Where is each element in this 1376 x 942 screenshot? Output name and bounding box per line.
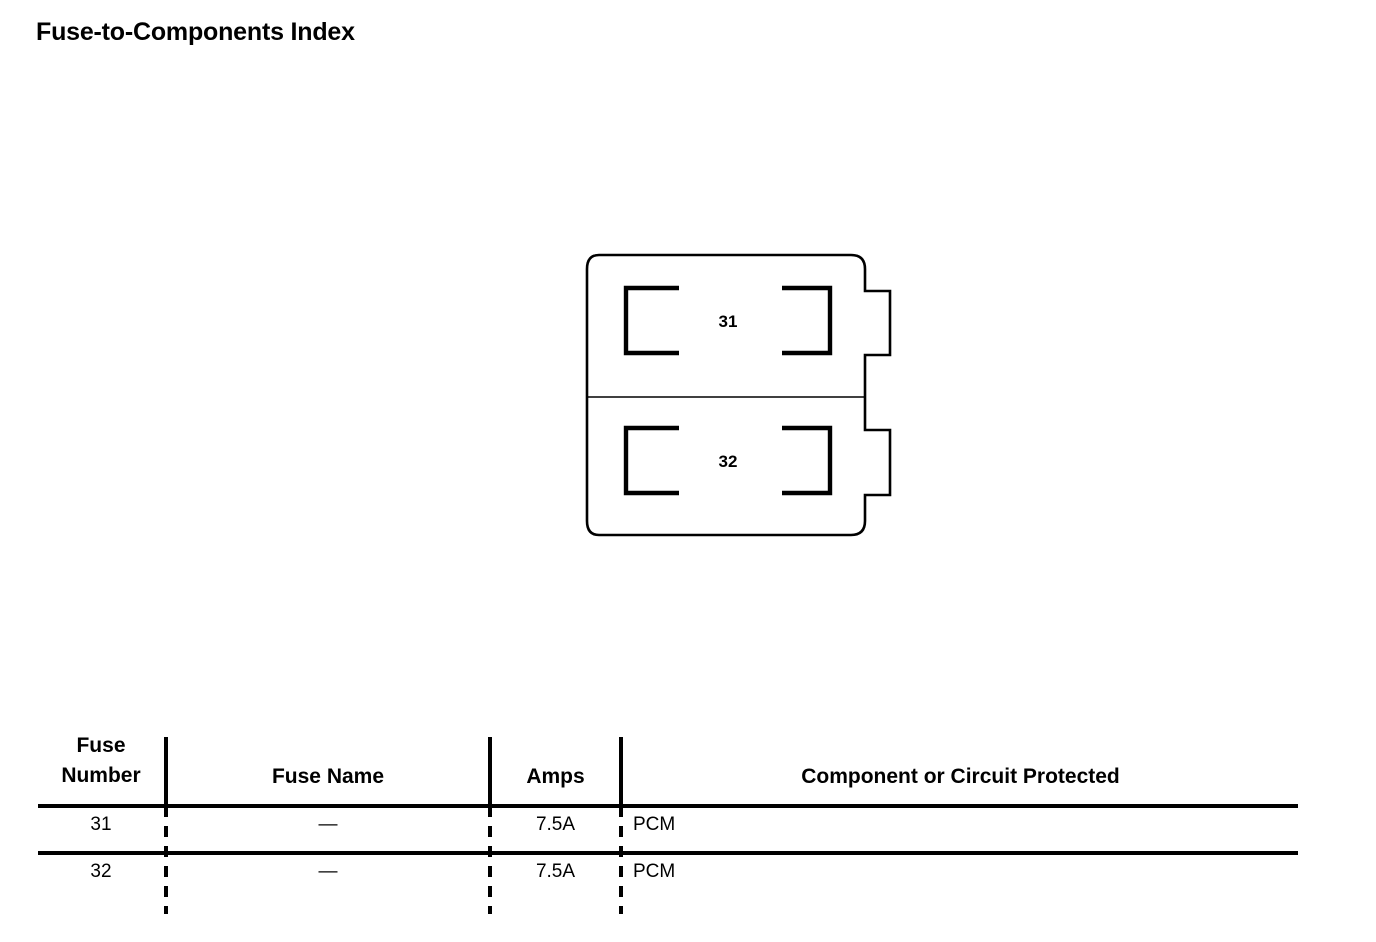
column-divider-1-body bbox=[164, 806, 168, 914]
fuse-block-diagram: 31 32 bbox=[560, 240, 920, 560]
table-row-fuse-name: — bbox=[318, 861, 338, 882]
cavity-label-31: 31 bbox=[719, 312, 738, 331]
cavity-31-right-bracket bbox=[782, 285, 833, 356]
cavity-32-left-bracket bbox=[623, 425, 679, 496]
page-title: Fuse-to-Components Index bbox=[36, 18, 355, 46]
cavity-32-right-bracket bbox=[782, 425, 833, 496]
table-row-divider-rule bbox=[38, 851, 1298, 855]
table-row-amps: 7.5A bbox=[535, 861, 576, 882]
column-divider-2-header bbox=[488, 737, 492, 807]
column-divider-3-header bbox=[619, 737, 623, 807]
table-row-component: PCM bbox=[633, 814, 676, 835]
table-header-rule bbox=[38, 804, 1298, 808]
column-divider-1-header bbox=[164, 737, 168, 807]
cavity-31-left-bracket bbox=[623, 285, 679, 356]
column-header-fuse-name: Fuse Name bbox=[271, 765, 385, 788]
fuse-block-outline bbox=[585, 253, 892, 537]
table-row-fuse-number: 31 bbox=[90, 814, 112, 835]
table-row-component: PCM bbox=[633, 861, 676, 882]
column-header-fuse-number: Fuse Number bbox=[61, 734, 141, 788]
table-row-fuse-number: 32 bbox=[90, 861, 112, 882]
column-divider-2-body bbox=[488, 806, 492, 914]
column-divider-3-body bbox=[619, 806, 623, 914]
column-header-amps: Amps bbox=[526, 765, 585, 788]
table-row-amps: 7.5A bbox=[535, 814, 576, 835]
column-header-component-or-circuit-protected: Component or Circuit Protected bbox=[801, 765, 1120, 788]
cavity-label-32: 32 bbox=[719, 452, 738, 471]
table-row-fuse-name: — bbox=[318, 814, 338, 835]
